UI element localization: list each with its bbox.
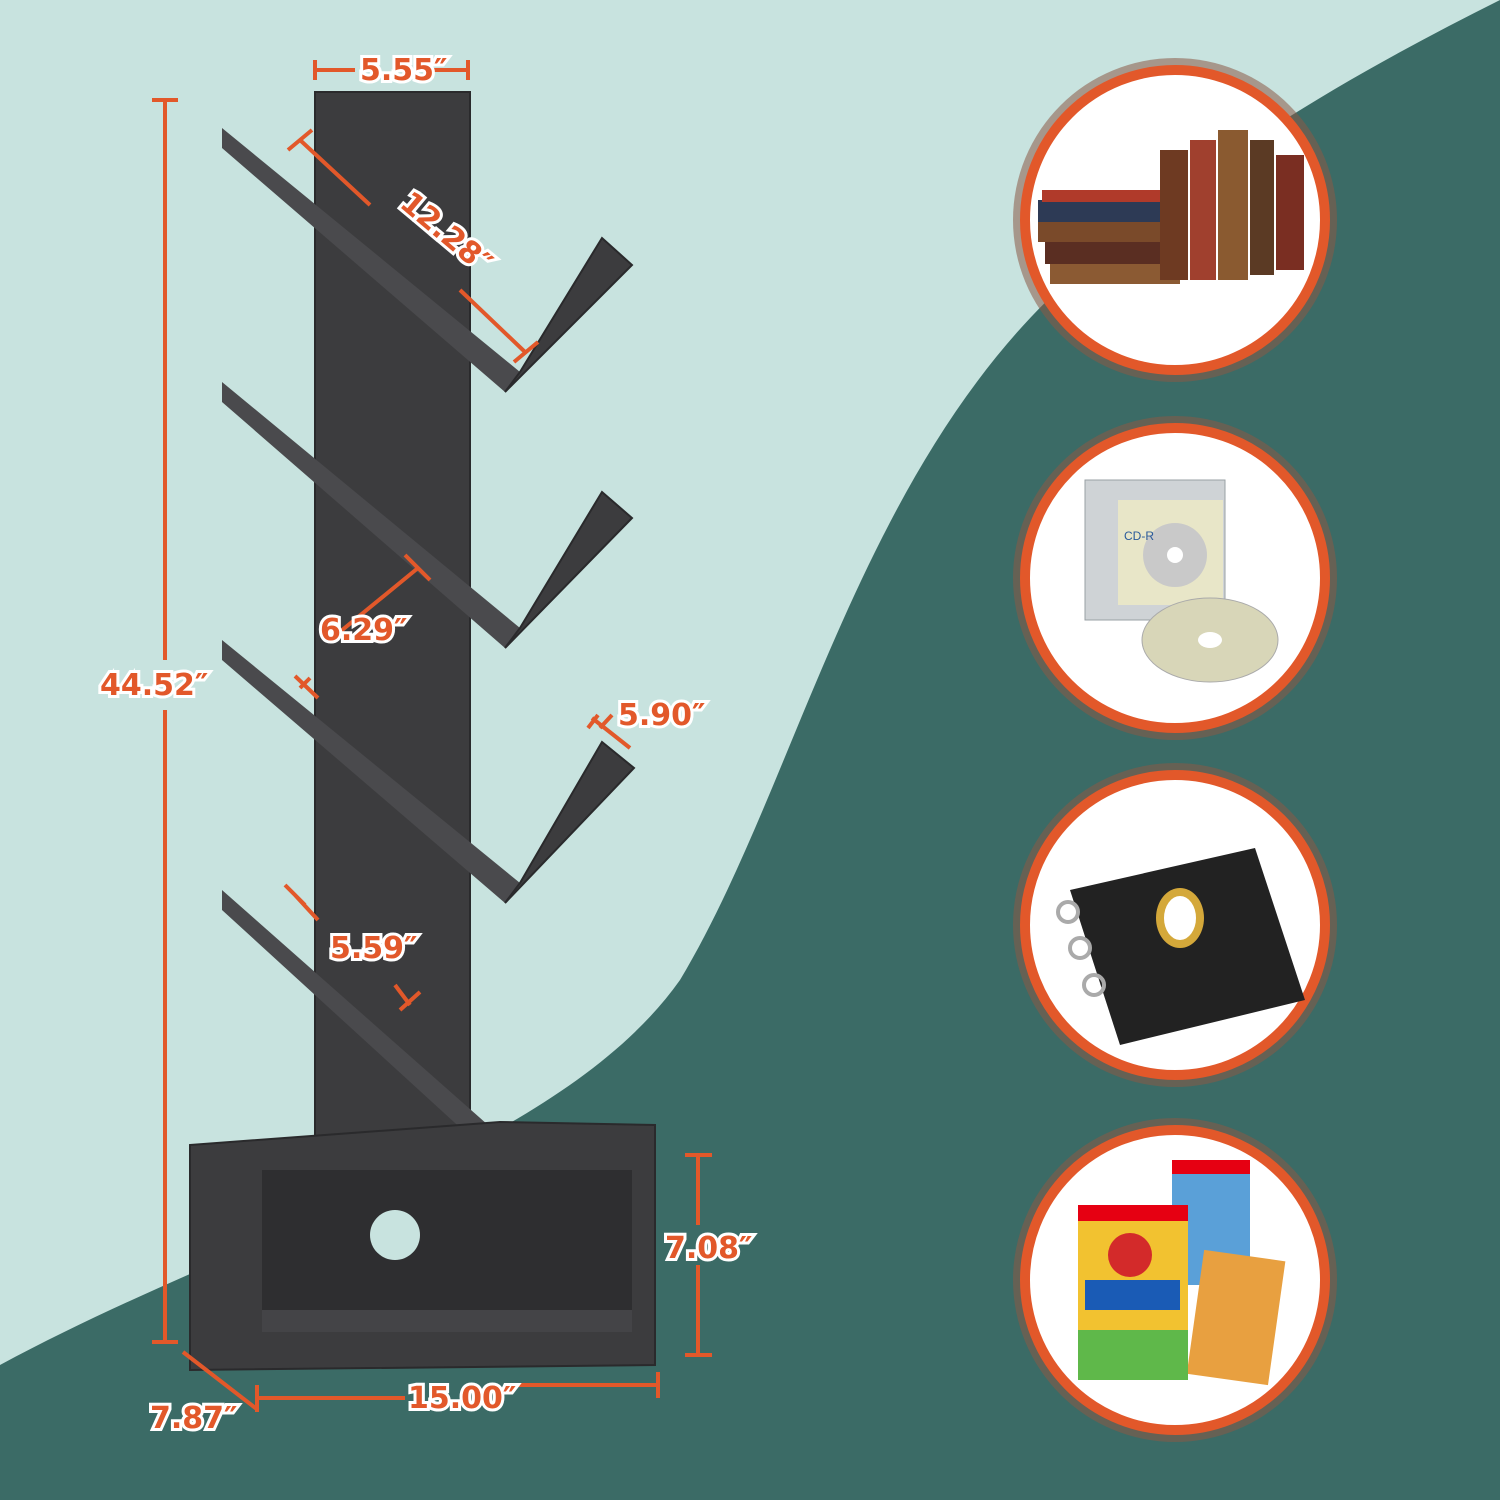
shelf-right-2 <box>504 490 634 649</box>
photo-album-icon <box>1056 848 1305 1045</box>
dimension-lines <box>152 60 712 1412</box>
use-case-cds: CD-R <box>1013 416 1337 740</box>
shelf-depth-label: 5.90″ <box>618 698 705 733</box>
shelf-left-4 <box>222 890 505 1155</box>
shelf-left-3 <box>222 640 520 903</box>
bookshelf-trunk <box>314 91 471 1143</box>
tree-bookshelf <box>189 91 656 1372</box>
trunk-width-label: 5.55″ <box>360 53 447 88</box>
shelf-left-1 <box>222 128 520 392</box>
books-icon <box>1038 130 1304 284</box>
base-height-label: 7.08″ <box>665 1231 752 1266</box>
cd-logo-text: CD-R <box>1124 529 1154 543</box>
cd-icon: CD-R <box>1084 479 1279 683</box>
use-case-photo-album <box>1013 763 1337 1087</box>
base-bottom-panel <box>262 1310 632 1332</box>
shelf-gap-label: 6.29″ <box>320 613 407 648</box>
dimension-labels: 5.55″ 44.52″ 12.28″ 6.29″ 5.90″ 5.59″ 7.… <box>97 50 755 1439</box>
shelf-right-1 <box>504 236 634 393</box>
lower-shelf-length-label: 5.59″ <box>330 931 417 966</box>
video-games-icon <box>1078 1160 1286 1386</box>
shelf-left-2 <box>222 382 520 648</box>
base-opening <box>262 1170 632 1330</box>
use-case-video-games <box>1013 1118 1337 1442</box>
total-height-label: 44.52″ <box>100 668 208 703</box>
base-width-label: 15.00″ <box>408 1381 516 1416</box>
shelf-right-3 <box>504 740 636 904</box>
cable-hole <box>370 1210 420 1260</box>
use-case-books <box>1013 58 1337 382</box>
base-depth-label: 7.87″ <box>150 1401 237 1436</box>
